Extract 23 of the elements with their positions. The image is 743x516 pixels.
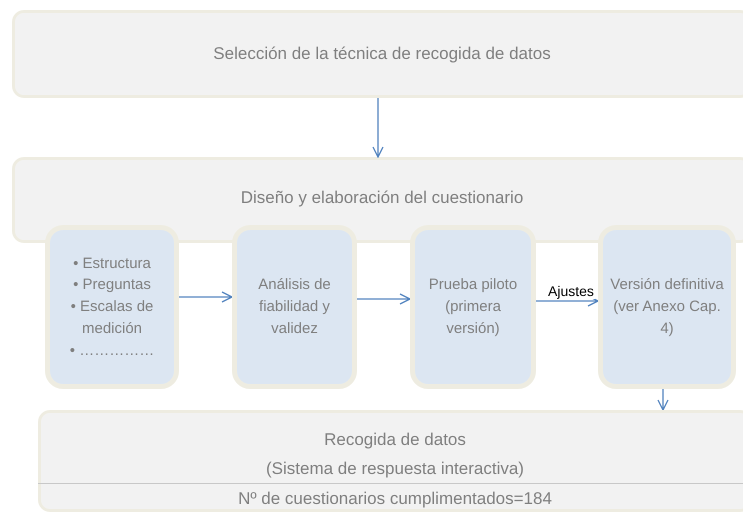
node-text: • Escalas de medición xyxy=(70,297,154,339)
node-text: • Estructura xyxy=(73,254,151,274)
arrow xyxy=(372,98,384,158)
node-text: Diseño y elaboración del cuestionario xyxy=(240,188,524,208)
node-text: Análisis de fiabilidad y validez xyxy=(257,275,332,339)
node-text: • Preguntas xyxy=(73,275,151,296)
node-text: (Sistema de respuesta interactiva) xyxy=(266,458,524,480)
process-box xyxy=(45,225,179,389)
process-box xyxy=(598,225,736,389)
process-box xyxy=(410,225,536,389)
node-text: Versión definitiva (ver Anexo Cap. 4) xyxy=(609,275,725,339)
node-text: Prueba piloto (primera versión) xyxy=(428,275,518,339)
arrow xyxy=(657,389,669,411)
arrow xyxy=(179,291,233,303)
arrow xyxy=(357,293,411,305)
process-box xyxy=(12,10,743,98)
node-text: Recogida de datos xyxy=(324,429,466,451)
node-text: Selección de la técnica de recogida de datos xyxy=(213,44,551,64)
edge-label: Ajustes xyxy=(547,283,595,299)
node-text: • …………… xyxy=(70,340,154,361)
node-text: Nº de cuestionarios cumplimentados=184 xyxy=(238,488,552,510)
process-box xyxy=(232,225,357,389)
result-box xyxy=(38,410,743,512)
